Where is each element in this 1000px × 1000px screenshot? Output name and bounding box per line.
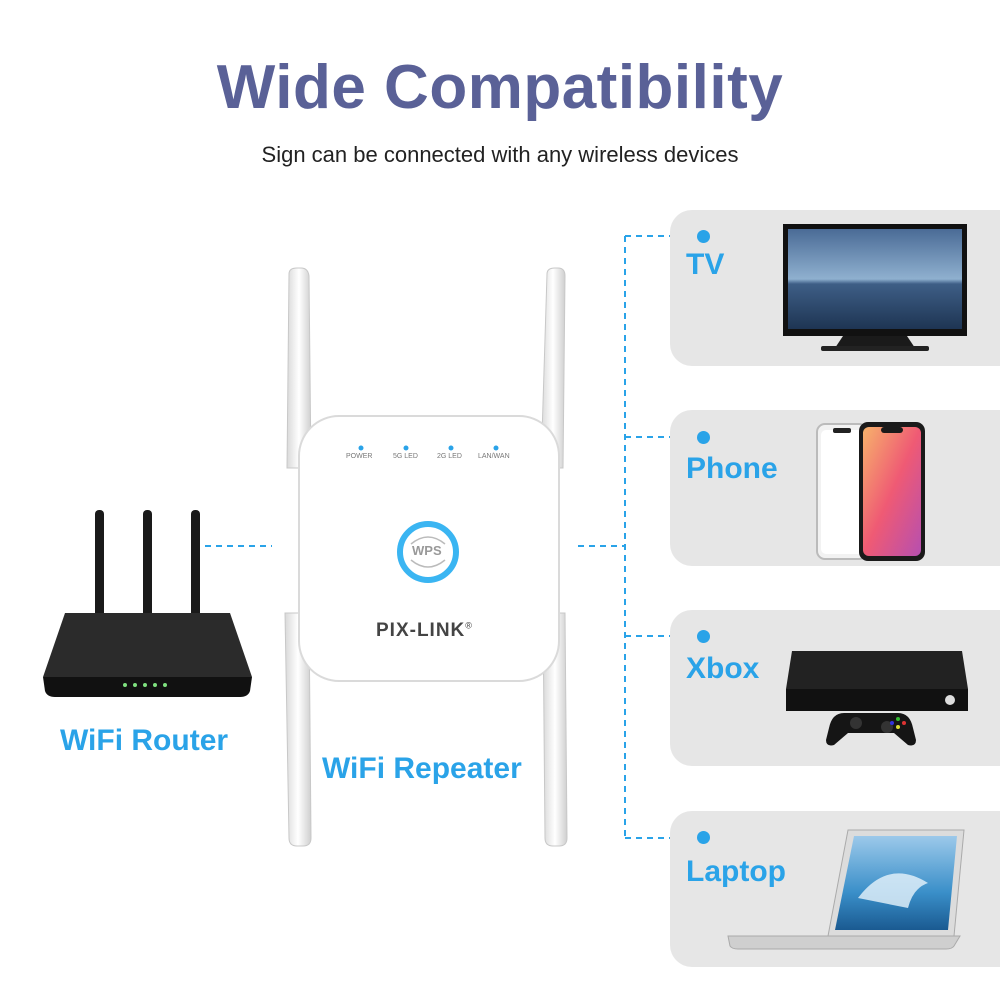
- page-title: Wide Compatibility: [216, 53, 784, 122]
- repeater-label: WiFi Repeater: [322, 752, 522, 785]
- device-label-xbox: Xbox: [686, 652, 760, 685]
- repeater-icon: [284, 267, 568, 847]
- router-label: WiFi Router: [60, 724, 229, 757]
- brand-text: PIX-LINK: [376, 620, 466, 641]
- connector-dot: [697, 431, 710, 444]
- wps-button: WPS: [412, 543, 442, 558]
- brand-mark: ®: [465, 620, 473, 631]
- led-label-lan-wan: LAN/WAN: [478, 453, 510, 460]
- device-label-laptop: Laptop: [686, 855, 786, 888]
- router-icon: [43, 510, 252, 697]
- connector-dot: [697, 831, 710, 844]
- xbox-icon: [786, 651, 968, 746]
- page-subtitle: Sign can be connected with any wireless …: [261, 142, 739, 167]
- led-label-5g: 5G LED: [393, 453, 418, 460]
- connector-dot: [697, 630, 710, 643]
- device-label-tv: TV: [686, 248, 725, 281]
- tv-icon: [783, 224, 967, 351]
- connector-dot: [697, 230, 710, 243]
- repeater-brand: PIX-LINK®: [376, 620, 473, 642]
- laptop-icon: [727, 829, 965, 950]
- led-label-2g: 2G LED: [437, 453, 462, 460]
- phone-icon: [816, 422, 925, 561]
- led-label-power: POWER: [346, 453, 373, 460]
- device-label-phone: Phone: [686, 452, 778, 485]
